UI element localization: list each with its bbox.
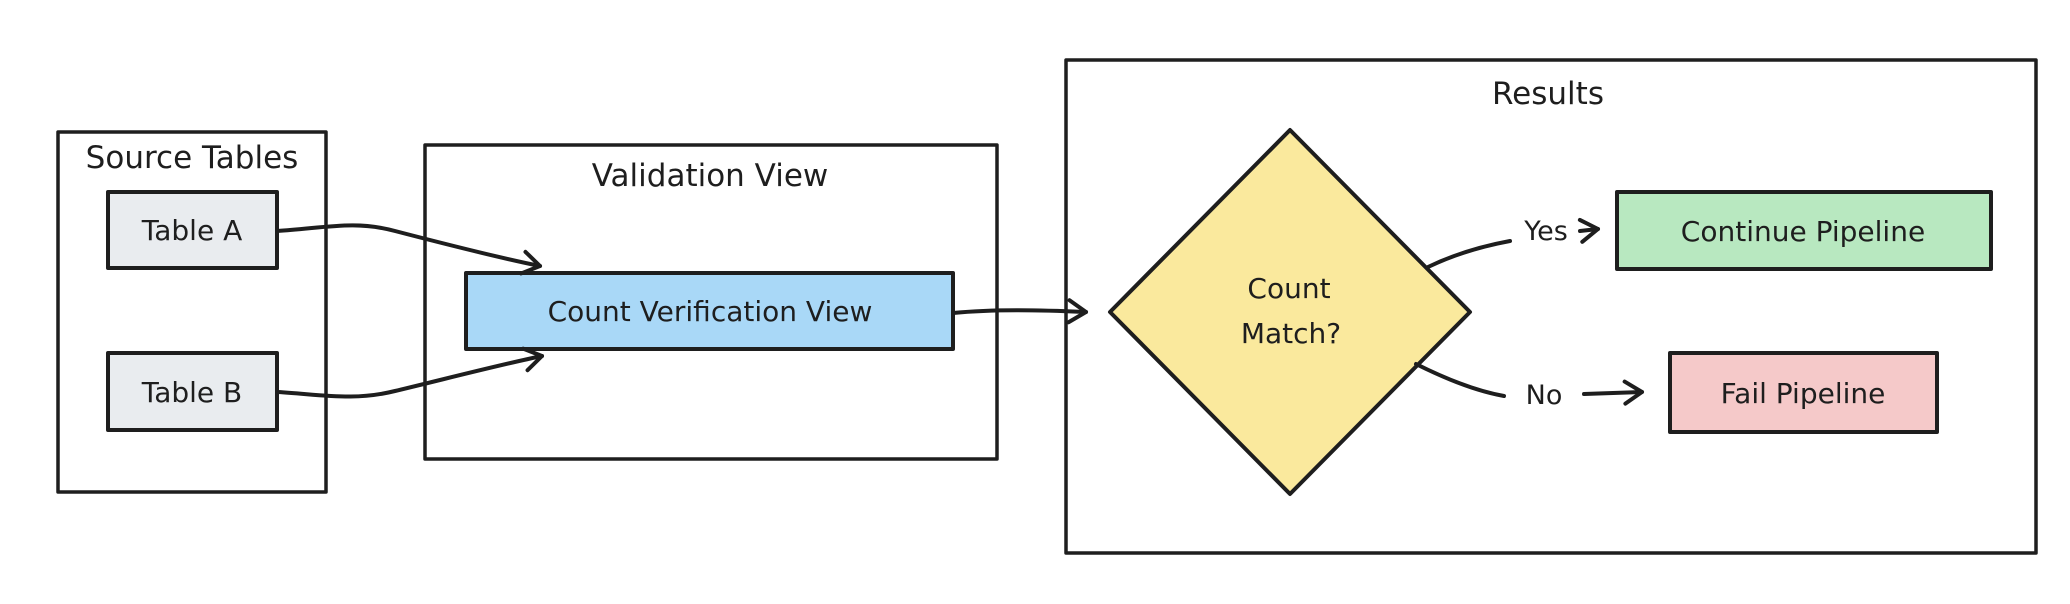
- arrow-table-b-to-view: [276, 346, 544, 399]
- source-tables-group: Source Tables Table A Table B: [56, 130, 328, 494]
- edge-diamond-to-yes: [1426, 239, 1512, 269]
- continue-pipeline-label: Continue Pipeline: [1681, 215, 1925, 248]
- fail-pipeline-node: [1668, 351, 1939, 434]
- continue-pipeline-node: [1615, 190, 1993, 271]
- count-match-diamond: [1108, 128, 1472, 496]
- source-tables-container: [56, 130, 328, 494]
- no-label: No: [1526, 380, 1563, 411]
- yes-label: Yes: [1523, 216, 1568, 247]
- arrow-no-to-fail: [1582, 379, 1644, 406]
- count-match-label-line1: Count: [1247, 272, 1330, 305]
- edge-diamond-to-no: [1414, 362, 1506, 398]
- count-match-label-line2: Match?: [1241, 317, 1341, 350]
- table-b-label: Table B: [141, 376, 243, 409]
- validation-view-group: Validation View Count Verification View: [423, 143, 999, 461]
- results-title: Results: [1492, 76, 1604, 112]
- table-a-label: Table A: [141, 214, 242, 247]
- count-verification-view-label: Count Verification View: [548, 295, 873, 328]
- results-group: Results Count Match? Continue Pipeline F…: [1064, 58, 2038, 555]
- arrow-yes-to-continue: [1577, 217, 1600, 244]
- arrow-table-a-to-view: [275, 223, 542, 276]
- table-a-node: [106, 190, 279, 270]
- validation-view-title: Validation View: [592, 158, 829, 194]
- fail-pipeline-label: Fail Pipeline: [1721, 377, 1886, 410]
- arrow-view-to-diamond: [951, 298, 1088, 325]
- source-tables-title: Source Tables: [86, 140, 299, 176]
- table-b-node: [106, 351, 279, 432]
